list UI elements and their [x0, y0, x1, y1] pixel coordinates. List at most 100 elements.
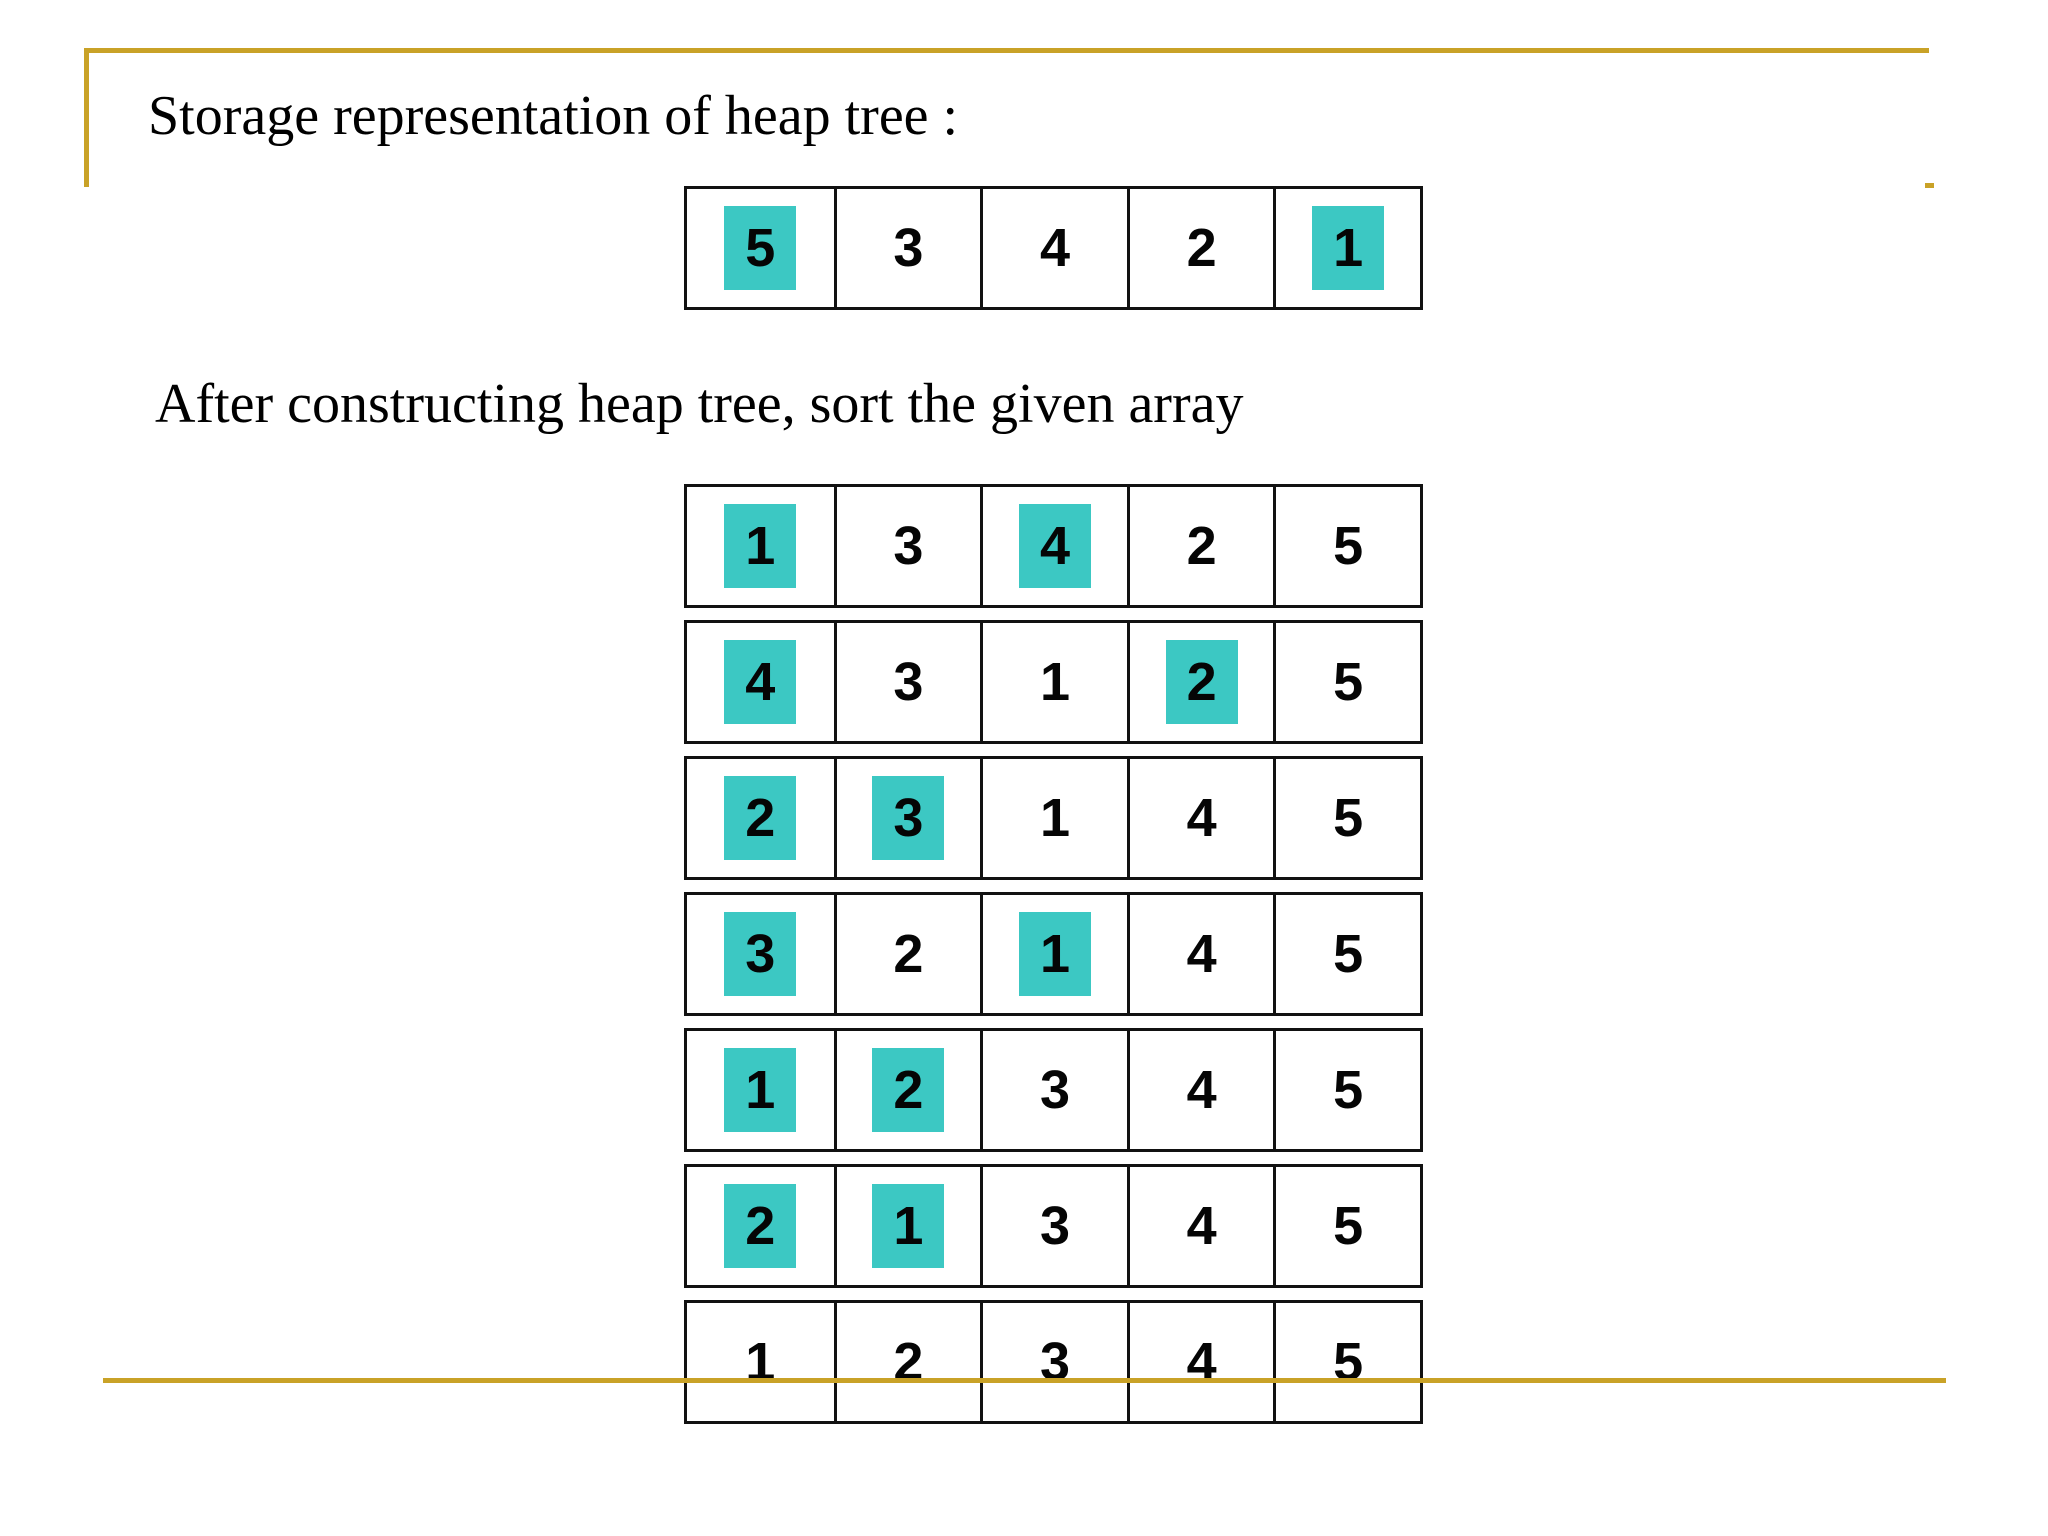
array-cell: 4	[1126, 759, 1274, 877]
cell-value: 4	[1186, 1196, 1217, 1256]
cell-value: 1	[893, 1196, 924, 1256]
array-cell: 1	[687, 1303, 834, 1421]
array-cell: 2	[687, 1167, 834, 1285]
cell-value: 1	[1039, 652, 1071, 712]
highlight-box: 2	[1165, 640, 1238, 724]
highlight-box: 2	[872, 1048, 945, 1132]
cell-value: 4	[1186, 924, 1217, 984]
cell-value: 1	[1039, 924, 1070, 984]
cell-value: 2	[745, 788, 776, 848]
array-cell: 3	[833, 189, 981, 307]
slide-title: Storage representation of heap tree :	[148, 85, 959, 147]
array-table-sort-step-2: 4 3 1 2 5	[684, 620, 1423, 744]
array-cell: 2	[833, 895, 981, 1013]
cell-value: 1	[1333, 218, 1364, 278]
array-cell: 5	[1273, 487, 1420, 605]
array-table-sort-step-5: 1 2 3 4 5	[684, 1028, 1423, 1152]
array-cell: 4	[687, 623, 834, 741]
cell-value: 5	[1333, 652, 1364, 712]
array-cell: 4	[1126, 895, 1274, 1013]
array-cell: 5	[1273, 1167, 1420, 1285]
array-cell: 5	[1273, 623, 1420, 741]
cell-value: 5	[1333, 1196, 1364, 1256]
cell-value: 2	[745, 1196, 776, 1256]
array-cell: 5	[1273, 1031, 1420, 1149]
slide-subtitle: After constructing heap tree, sort the g…	[155, 373, 1244, 435]
cell-value: 4	[1186, 788, 1217, 848]
cell-value: 2	[1186, 218, 1217, 278]
array-cell: 4	[980, 189, 1127, 307]
cell-value: 5	[1333, 788, 1364, 848]
array-cell: 5	[1273, 759, 1420, 877]
array-cell: 3	[833, 759, 981, 877]
left-accent-line	[84, 48, 89, 187]
array-cell: 3	[687, 895, 834, 1013]
cell-value: 3	[893, 652, 924, 712]
array-cell: 5	[1273, 1303, 1420, 1421]
array-cell: 2	[833, 1031, 981, 1149]
highlight-box: 3	[724, 912, 797, 996]
cell-value: 3	[893, 788, 924, 848]
highlight-box: 2	[724, 776, 797, 860]
array-cell: 1	[687, 1031, 834, 1149]
array-cell: 4	[1126, 1031, 1274, 1149]
array-cell: 5	[1273, 895, 1420, 1013]
array-cell: 2	[1126, 623, 1274, 741]
array-cell: 2	[687, 759, 834, 877]
highlight-box: 1	[1018, 912, 1091, 996]
highlight-box: 4	[1018, 504, 1091, 588]
array-cell: 1	[980, 623, 1127, 741]
cell-value: 5	[1333, 924, 1364, 984]
array-cell: 3	[833, 623, 981, 741]
cell-value: 5	[745, 218, 776, 278]
array-cell: 1	[1273, 189, 1420, 307]
array-cell: 3	[833, 487, 981, 605]
cell-value: 1	[1039, 788, 1071, 848]
cell-value: 2	[1186, 516, 1217, 576]
array-cell: 5	[687, 189, 834, 307]
cell-value: 4	[745, 652, 776, 712]
highlight-box: 3	[872, 776, 945, 860]
cell-value: 3	[745, 924, 776, 984]
array-cell: 2	[1126, 487, 1274, 605]
cell-value: 2	[893, 1060, 924, 1120]
cell-value: 3	[893, 218, 924, 278]
highlight-box: 1	[1312, 206, 1385, 290]
highlight-box: 2	[724, 1184, 797, 1268]
cell-value: 1	[745, 1060, 776, 1120]
array-cell: 3	[980, 1303, 1127, 1421]
array-table-sort-step-6: 2 1 3 4 5	[684, 1164, 1423, 1288]
array-cell: 2	[1126, 189, 1274, 307]
array-table-sort-step-3: 2 3 1 4 5	[684, 756, 1423, 880]
array-cell: 1	[687, 487, 834, 605]
right-accent-tick	[1925, 183, 1934, 188]
highlight-box: 1	[724, 1048, 797, 1132]
cell-value: 3	[893, 516, 924, 576]
array-cell: 4	[1126, 1303, 1274, 1421]
top-accent-line	[84, 48, 1929, 53]
array-cell: 1	[980, 895, 1127, 1013]
array-cell: 4	[1126, 1167, 1274, 1285]
array-table-sort-step-4: 3 2 1 4 5	[684, 892, 1423, 1016]
array-cell: 2	[833, 1303, 981, 1421]
array-cell: 1	[833, 1167, 981, 1285]
array-table-sort-step-1: 1 3 4 2 5	[684, 484, 1423, 608]
highlight-box: 1	[872, 1184, 945, 1268]
cell-value: 5	[1333, 516, 1364, 576]
array-cell: 1	[980, 759, 1127, 877]
cell-value: 3	[1039, 1060, 1071, 1120]
array-cell: 3	[980, 1167, 1127, 1285]
cell-value: 1	[745, 516, 776, 576]
cell-value: 4	[1039, 516, 1070, 576]
array-cell: 3	[980, 1031, 1127, 1149]
cell-value: 5	[1333, 1060, 1364, 1120]
bottom-accent-line	[103, 1378, 1946, 1383]
cell-value: 4	[1039, 218, 1071, 278]
highlight-box: 5	[724, 206, 797, 290]
cell-value: 4	[1186, 1060, 1217, 1120]
cell-value: 2	[893, 924, 924, 984]
highlight-box: 4	[724, 640, 797, 724]
cell-value: 3	[1039, 1196, 1071, 1256]
